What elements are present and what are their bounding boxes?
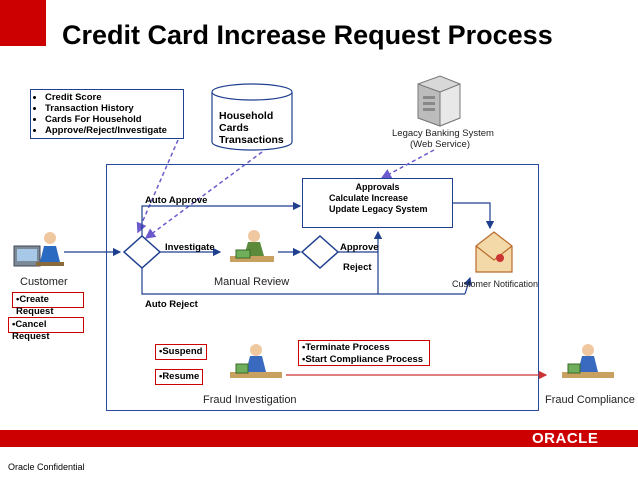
approvals-line: Calculate Increase bbox=[329, 193, 409, 203]
database-line: Household bbox=[219, 110, 274, 122]
approvals-header: Approvals bbox=[355, 182, 400, 192]
flow-auto-approve bbox=[141, 201, 302, 236]
legacy-system-line1: Legacy Banking System bbox=[392, 128, 494, 139]
flow-notification-return bbox=[463, 276, 472, 295]
flow-auto-reject bbox=[141, 268, 378, 295]
customer-notification-caption: Customer Notification bbox=[452, 279, 539, 289]
fraud-investigation-caption: Fraud Investigation bbox=[203, 394, 297, 406]
customer-caption: Customer bbox=[20, 276, 68, 288]
approvals-line: Update Legacy System bbox=[329, 204, 428, 214]
resume-box[interactable]: •Resume bbox=[155, 369, 203, 385]
label-reject: Reject bbox=[343, 262, 372, 273]
data-input-item: Credit Score bbox=[45, 92, 179, 103]
manual-review-caption: Manual Review bbox=[214, 276, 290, 288]
data-inputs-box: Credit Score Transaction History Cards F… bbox=[30, 89, 184, 139]
database-cylinder-icon bbox=[211, 83, 293, 151]
database-line: Transactions bbox=[219, 134, 284, 146]
suspend-box[interactable]: •Suspend bbox=[155, 344, 207, 360]
oracle-logo: ORACLE bbox=[532, 430, 599, 447]
fraud-outcomes-box: •Terminate Process •Start Compliance Pro… bbox=[298, 340, 430, 366]
cancel-request-label: •Cancel Request bbox=[12, 319, 50, 342]
fraud-compliance-person-icon bbox=[562, 344, 614, 378]
data-input-item: Approve/Reject/Investigate bbox=[45, 125, 179, 136]
fraud-compliance-caption: Fraud Compliance bbox=[545, 394, 635, 406]
page-title: Credit Card Increase Request Process bbox=[62, 20, 553, 50]
fraud-investigation-person-icon bbox=[230, 344, 282, 378]
confidential-note: Oracle Confidential bbox=[8, 462, 85, 472]
header-red-tab bbox=[0, 0, 46, 46]
label-auto-approve: Auto Approve bbox=[145, 195, 208, 206]
resume-label: •Resume bbox=[159, 371, 200, 382]
dashed-link-database bbox=[144, 151, 263, 239]
data-input-item: Cards For Household bbox=[45, 114, 179, 125]
database-label: Household Cards Transactions bbox=[219, 110, 284, 146]
process-frame bbox=[106, 164, 539, 411]
label-investigate: Investigate bbox=[165, 242, 215, 253]
database-line: Cards bbox=[219, 122, 249, 134]
label-auto-reject: Auto Reject bbox=[145, 299, 198, 310]
approvals-box: Approvals Calculate Increase Update Lega… bbox=[302, 178, 453, 228]
dashed-link-legacy bbox=[380, 149, 435, 179]
label-approve: Approve bbox=[340, 242, 379, 253]
dashed-link-inputs bbox=[136, 139, 179, 234]
fraud-outcome-line: •Terminate Process bbox=[302, 342, 390, 353]
data-input-item: Transaction History bbox=[45, 103, 179, 114]
envelope-icon bbox=[475, 231, 513, 273]
cancel-request-box[interactable]: •Cancel Request bbox=[8, 317, 84, 342]
footer-bar bbox=[0, 430, 638, 447]
create-request-box[interactable]: •Create Request bbox=[12, 292, 84, 317]
legacy-system-caption: Legacy Banking System (Web Service) bbox=[392, 128, 494, 150]
server-icon bbox=[417, 75, 461, 127]
create-request-label: •Create Request bbox=[16, 294, 54, 317]
flow-approvals-to-notification bbox=[453, 202, 495, 230]
manual-review-person-icon bbox=[230, 230, 274, 262]
customer-person-icon bbox=[13, 232, 64, 267]
decision-diamond bbox=[122, 234, 162, 270]
legacy-system-line2: (Web Service) bbox=[409, 139, 470, 150]
decision-diamond bbox=[300, 234, 340, 270]
fraud-outcome-line: •Start Compliance Process bbox=[302, 354, 424, 365]
suspend-label: •Suspend bbox=[159, 346, 203, 357]
